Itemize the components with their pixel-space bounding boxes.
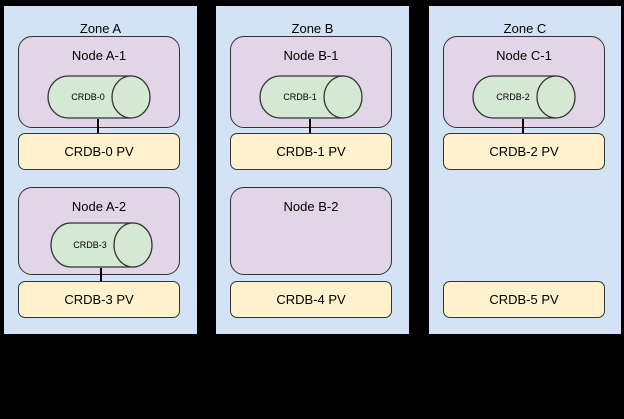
- node-a-1: Node A-1 CRDB-0: [18, 36, 180, 128]
- pv-label: CRDB-0 PV: [64, 144, 134, 159]
- connector-line: [309, 119, 311, 135]
- pv-label: CRDB-4 PV: [276, 292, 346, 307]
- cylinder-label: CRDB-2: [496, 92, 530, 102]
- node-c-1: Node C-1 CRDB-2: [443, 36, 605, 128]
- crdb-1-cylinder: CRDB-1: [258, 75, 363, 119]
- zone-title: Zone A: [79, 21, 122, 36]
- crdb-0-cylinder: CRDB-0: [46, 75, 151, 119]
- zone-title: Zone C: [503, 21, 547, 36]
- zone-b: Zone B Node B-1 CRDB-1 CRDB-1 PV Node B-…: [214, 4, 411, 336]
- node-b-2: Node B-2: [230, 187, 392, 275]
- database-cylinder-icon: [47, 75, 151, 119]
- zone-title: Zone B: [291, 21, 334, 36]
- pv-crdb-2: CRDB-2 PV: [443, 133, 605, 170]
- pv-crdb-5: CRDB-5 PV: [443, 281, 605, 318]
- connector-line: [522, 119, 524, 135]
- node-a-2: Node A-2 CRDB-3: [18, 187, 180, 275]
- database-cylinder-icon: [50, 222, 153, 268]
- cylinder-label: CRDB-1: [283, 92, 317, 102]
- pv-crdb-0: CRDB-0 PV: [18, 133, 180, 170]
- connector-line: [97, 119, 99, 135]
- database-cylinder-icon: [472, 75, 576, 119]
- node-title: Node B-2: [283, 199, 339, 214]
- pv-label: CRDB-1 PV: [276, 144, 346, 159]
- pv-label: CRDB-5 PV: [489, 292, 559, 307]
- node-title: Node A-2: [71, 199, 127, 214]
- crdb-2-cylinder: CRDB-2: [471, 75, 576, 119]
- zone-c: Zone C Node C-1 CRDB-2 CRDB-2 PV CRDB-5 …: [427, 4, 623, 336]
- pv-label: CRDB-3 PV: [64, 292, 134, 307]
- zone-a: Zone A Node A-1 CRDB-0 CRDB-0 PV Node A-…: [2, 4, 199, 336]
- pv-crdb-3: CRDB-3 PV: [18, 281, 180, 318]
- crdb-3-cylinder: CRDB-3: [48, 222, 153, 268]
- node-title: Node C-1: [496, 48, 552, 63]
- connector-line: [100, 268, 102, 283]
- pv-crdb-4: CRDB-4 PV: [230, 281, 392, 318]
- pv-crdb-1: CRDB-1 PV: [230, 133, 392, 170]
- pv-label: CRDB-2 PV: [489, 144, 559, 159]
- node-b-1: Node B-1 CRDB-1: [230, 36, 392, 128]
- cylinder-label: CRDB-0: [71, 92, 105, 102]
- database-cylinder-icon: [259, 75, 363, 119]
- node-title: Node B-1: [283, 48, 339, 63]
- cylinder-label: CRDB-3: [73, 240, 107, 250]
- node-title: Node A-1: [71, 48, 127, 63]
